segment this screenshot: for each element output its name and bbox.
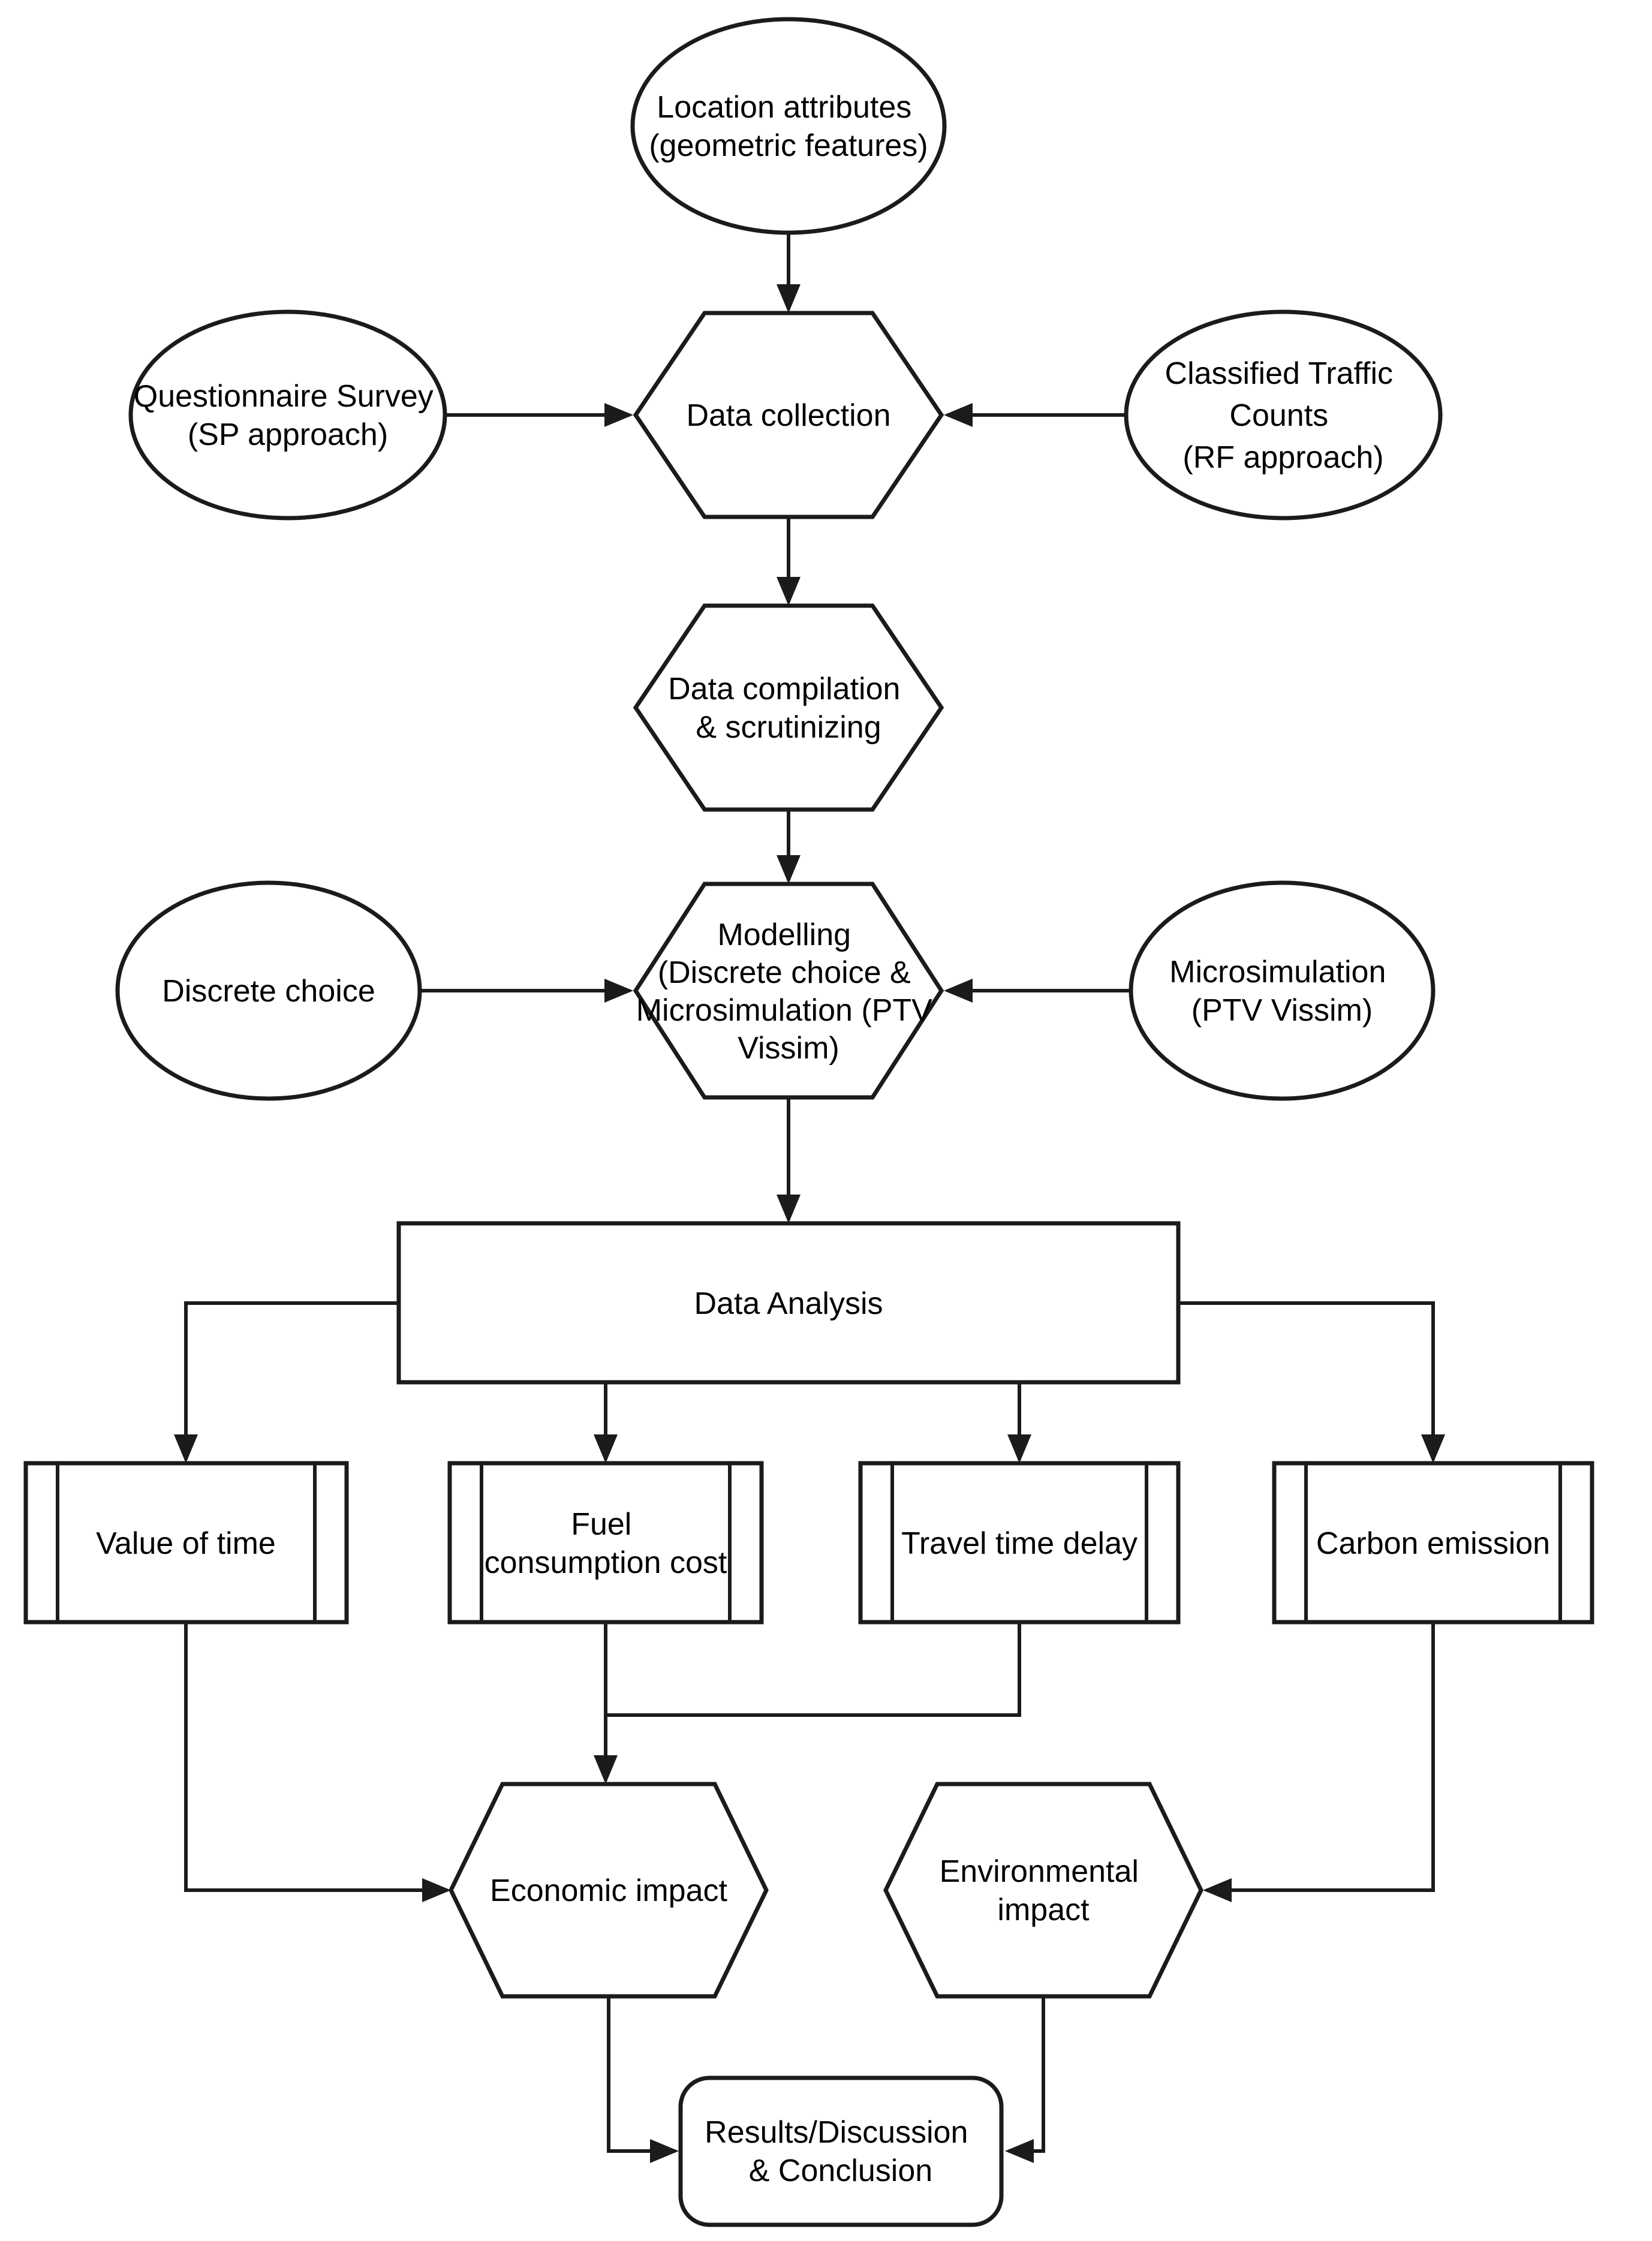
node-label: (geometric features)	[649, 128, 928, 163]
node-label: Location attributes	[657, 90, 911, 125]
svg-text:Location attributes (geo: Location attributes (geometric features)	[649, 90, 928, 163]
svg-text:Travel time delay: Travel time delay	[901, 1526, 1138, 1561]
svg-text:Results/Discussion & Con: Results/Discussion & Conclusion	[705, 2115, 977, 2188]
edge-data-analysis-to-value-of-time	[174, 1301, 399, 1463]
svg-text:Environmental impact: Environmental impact	[940, 1854, 1148, 1927]
node-label: Data compilation	[668, 672, 900, 706]
edge-value-of-time-to-economic-impact	[184, 1622, 451, 1902]
edge-environmental-impact-to-results	[1005, 1996, 1045, 2163]
svg-text:Modelling (Discrete choi: Modelling (Discrete choice & Microsimula…	[636, 918, 941, 1066]
node-economic-impact: Economic impact	[449, 1782, 769, 1999]
node-data-analysis: Data Analysis	[396, 1221, 1181, 1385]
node-questionnaire-survey: Questionnaire Survey (SP approach)	[128, 309, 447, 521]
node-label: Counts	[1229, 398, 1328, 433]
svg-text:Discrete choice: Discrete choice	[162, 974, 375, 1009]
edge-data-analysis-to-carbon-emission	[1178, 1301, 1445, 1463]
node-modelling: Modelling (Discrete choice & Microsimula…	[633, 882, 944, 1100]
node-microsimulation: Microsimulation (PTV Vissim)	[1129, 880, 1436, 1101]
svg-text:Economic impact: Economic impact	[490, 1873, 727, 1908]
svg-text:Data Analysis: Data Analysis	[694, 1286, 883, 1321]
node-label: Travel time delay	[901, 1526, 1138, 1561]
node-fuel-consumption-cost: Fuel consumption cost	[447, 1461, 764, 1625]
svg-text:Data collection: Data collection	[686, 398, 890, 433]
node-location-attributes: Location attributes (geometric features)	[630, 17, 947, 235]
node-label: Classified Traffic	[1165, 356, 1394, 391]
node-results-discussion-conclusion: Results/Discussion & Conclusion	[678, 2075, 1004, 2227]
node-environmental-impact: Environmental impact	[883, 1782, 1203, 1999]
svg-text:Microsimulation (PTV Vis: Microsimulation (PTV Vissim)	[1169, 955, 1395, 1028]
node-label: Modelling	[717, 918, 851, 952]
node-label: Fuel	[571, 1507, 631, 1542]
node-carbon-emission: Carbon emission	[1272, 1461, 1594, 1625]
node-label: (RF approach)	[1182, 440, 1383, 475]
svg-text:Data compilation & scrut: Data compilation & scrutinizing	[668, 672, 909, 745]
node-label: Vissim)	[738, 1031, 839, 1066]
svg-text:Questionnaire Survey (SP: Questionnaire Survey (SP approach)	[134, 379, 443, 452]
node-label: & scrutinizing	[696, 710, 881, 745]
node-label: Value of time	[96, 1526, 276, 1561]
svg-text:Value of time: Value of time	[96, 1526, 276, 1561]
node-label: (Discrete choice &	[658, 955, 911, 990]
node-label: (PTV Vissim)	[1191, 993, 1373, 1028]
node-travel-time-delay: Travel time delay	[858, 1461, 1181, 1625]
node-label: Questionnaire Survey	[134, 379, 434, 414]
node-label: Microsimulation (PTV	[636, 993, 932, 1028]
node-label: Data collection	[686, 398, 890, 433]
svg-text:Fuel consumption cost: Fuel consumption cost	[485, 1507, 727, 1580]
node-classified-traffic-counts: Classified Traffic Counts (RF approach)	[1124, 309, 1443, 521]
edge-economic-impact-to-results	[607, 1996, 679, 2163]
node-label: Economic impact	[490, 1873, 727, 1908]
node-label: impact	[997, 1893, 1090, 1927]
edges	[174, 233, 1445, 2163]
node-label: (SP approach)	[188, 417, 388, 452]
svg-text:Classified Traffic Count: Classified Traffic Counts (RF approach)	[1165, 356, 1402, 475]
edge-travel-delay-merge	[606, 1622, 1021, 1717]
node-label: Discrete choice	[162, 974, 375, 1009]
node-label: Carbon emission	[1316, 1526, 1550, 1561]
node-label: Microsimulation	[1169, 955, 1386, 989]
node-discrete-choice: Discrete choice	[115, 880, 422, 1101]
node-label: Environmental	[940, 1854, 1139, 1889]
svg-text:Carbon emission: Carbon emission	[1316, 1526, 1550, 1561]
node-label: Results/Discussion	[705, 2115, 968, 2150]
node-value-of-time: Value of time	[23, 1461, 349, 1625]
node-label: & Conclusion	[749, 2153, 932, 2188]
node-data-collection: Data collection	[633, 311, 944, 519]
edge-carbon-emission-to-environmental-impact	[1203, 1622, 1435, 1902]
node-data-compilation: Data compilation & scrutinizing	[633, 603, 944, 812]
node-label: consumption cost	[485, 1545, 727, 1580]
node-label: Data Analysis	[694, 1286, 883, 1321]
